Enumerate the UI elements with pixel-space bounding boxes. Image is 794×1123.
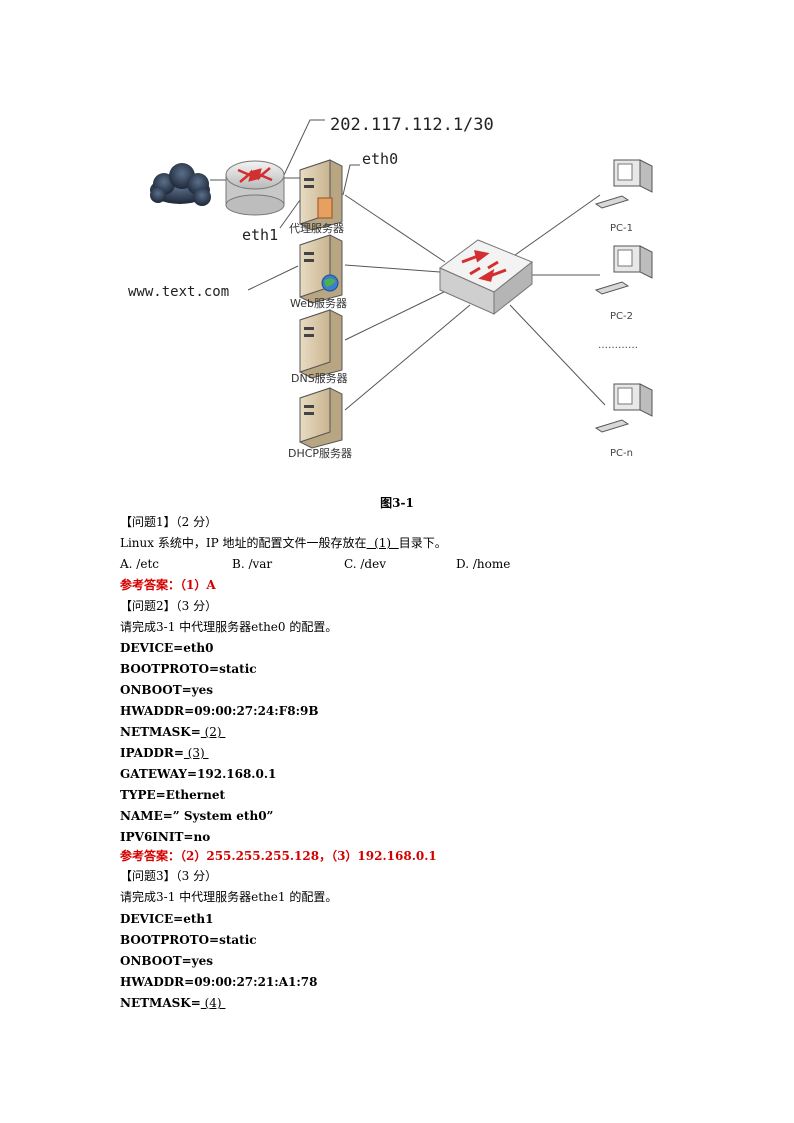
q3-config-line: HWADDR=09:00:27:21:A1:78 (120, 975, 318, 989)
option-d: D. /home (456, 557, 511, 571)
q3-config-line: DEVICE=eth1 (120, 912, 214, 926)
proxy-server-icon (299, 159, 343, 231)
q2-config-line: IPADDR= (3) (120, 746, 209, 760)
eth0-label: eth0 (362, 150, 398, 168)
q2-config-line: BOOTPROTO=static (120, 662, 257, 676)
web-server-icon (299, 234, 343, 304)
pc-ellipsis: ………… (598, 340, 638, 351)
pc-1-label: PC-1 (610, 223, 633, 234)
blank-4: (4) (200, 996, 226, 1010)
switch-icon (439, 239, 533, 316)
eth1-label: eth1 (242, 226, 278, 244)
proxy-server-label: 代理服务器 (289, 222, 344, 235)
dhcp-server-label: DHCP服务器 (288, 447, 352, 460)
pc-n-label: PC-n (610, 448, 633, 459)
figure-caption: 图3-1 (380, 496, 414, 510)
pc-n-icon (594, 383, 653, 433)
q3-title: 【问题3】（3 分） (120, 869, 218, 883)
pc-1-icon (594, 159, 653, 209)
option-b: B. /var (232, 557, 273, 571)
blank-3: (3) (183, 746, 209, 760)
q2-config-line: NETMASK= (2) (120, 725, 226, 739)
option-c: C. /dev (344, 557, 386, 571)
wan-ip-label: 202.117.112.1/30 (330, 115, 494, 135)
q2-config-line: GATEWAY=192.168.0.1 (120, 767, 277, 781)
q1-title: 【问题1】（2 分） (120, 515, 218, 529)
q1-answer: 参考答案：（1）A (120, 578, 216, 592)
network-diagram: 202.117.112.1/30 eth0 eth1 www.text.com … (128, 115, 653, 460)
q3-config-line: ONBOOT=yes (120, 954, 214, 968)
dhcp-server-icon (299, 387, 343, 449)
q2-config-line: HWADDR=09:00:27:24:F8:9B (120, 704, 319, 718)
q1-options: A. /etc B. /var C. /dev D. /home (120, 556, 568, 572)
q2-config-line: IPV6INIT=no (120, 830, 211, 844)
q2-config-line: NAME=” System eth0” (120, 809, 274, 823)
q1-blank: (1) (366, 536, 399, 550)
pc-2-icon (594, 245, 653, 295)
q2-intro: 请完成3-1 中代理服务器ethe0 的配置。 (120, 620, 338, 634)
blank-2: (2) (200, 725, 226, 739)
q2-config-line: ONBOOT=yes (120, 683, 214, 697)
q3-intro: 请完成3-1 中代理服务器ethe1 的配置。 (120, 890, 338, 904)
connection-lines (210, 119, 606, 411)
internet-cloud-icon (150, 163, 211, 206)
router-icon (225, 160, 285, 216)
q1-question: Linux 系统中，IP 地址的配置文件一般存放在 (1) 目录下。 (120, 536, 447, 550)
q3-config-line: NETMASK= (4) (120, 996, 226, 1010)
q3-config-line: BOOTPROTO=static (120, 933, 257, 947)
q2-answer: 参考答案：（2）255.255.255.128，（3）192.168.0.1 (120, 849, 437, 863)
pc-2-label: PC-2 (610, 311, 633, 322)
option-a: A. /etc (120, 557, 159, 571)
web-host-label: www.text.com (128, 284, 229, 300)
dns-server-icon (299, 309, 343, 379)
web-server-label: Web服务器 (290, 297, 347, 310)
q2-config-line: TYPE=Ethernet (120, 788, 225, 802)
dns-server-label: DNS服务器 (291, 372, 348, 385)
q2-config-line: DEVICE=eth0 (120, 641, 214, 655)
q2-title: 【问题2】（3 分） (120, 599, 218, 613)
